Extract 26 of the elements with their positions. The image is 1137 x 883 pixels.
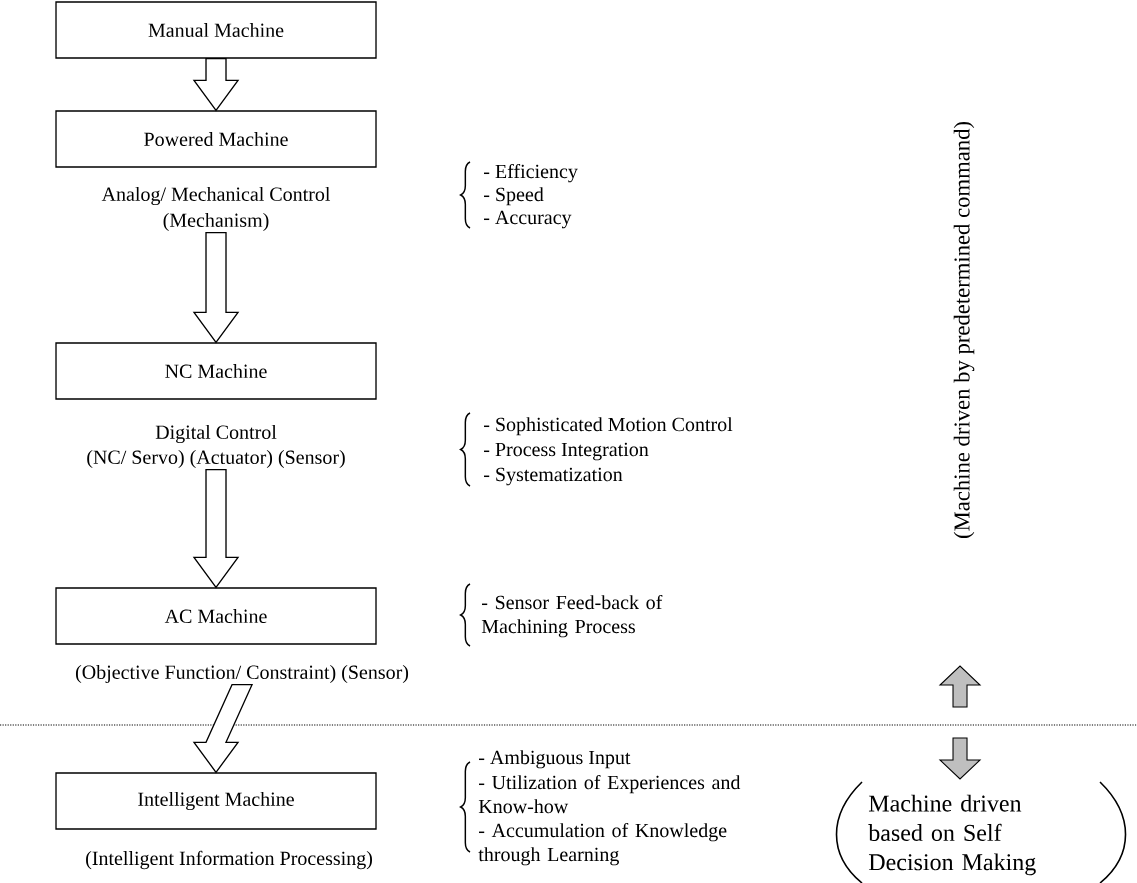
list-item: - Sophisticated Motion Control [484,417,733,436]
machine-box: AC Machine [55,587,377,645]
node-label: (NC/ Servo) (Actuator) (Sensor) [87,449,345,469]
list-item: - Ambiguous Input [479,750,631,769]
machine-box: Manual Machine [55,1,377,59]
list-item: - Efficiency [484,163,578,183]
block-arrow [192,58,240,112]
list-item: - Speed [484,187,544,206]
list-item: - Accuracy [484,210,572,229]
node-label: (Mechanism) [163,212,269,232]
list-item: - Sensor Feed-back of Machining Process [481,594,663,638]
node-label: (Intelligent Information Processing) [86,850,372,870]
node-label: Digital Control [155,424,277,444]
block-arrow [192,469,240,589]
list-item: - Accumulation of Knowledge through Learning [478,822,727,866]
note: Machine driven based on Self Decision Making [868,794,1036,876]
list-item: - Systematization [484,467,623,486]
list-item: - Process Integration [484,442,649,461]
block-arrow [192,232,240,344]
machine-box: Powered Machine [55,110,377,168]
vertical-note: (Machine driven by predetermined command) [953,122,975,538]
node-label: (Objective Function/ Constraint) (Sensor) [75,664,409,684]
machine-box: Intelligent Machine [55,772,377,830]
list-item: - Utilization of Experiences and Know-how [478,774,741,814]
machine-box: NC Machine [55,342,377,400]
node-label: Analog/ Mechanical Control [101,186,331,206]
